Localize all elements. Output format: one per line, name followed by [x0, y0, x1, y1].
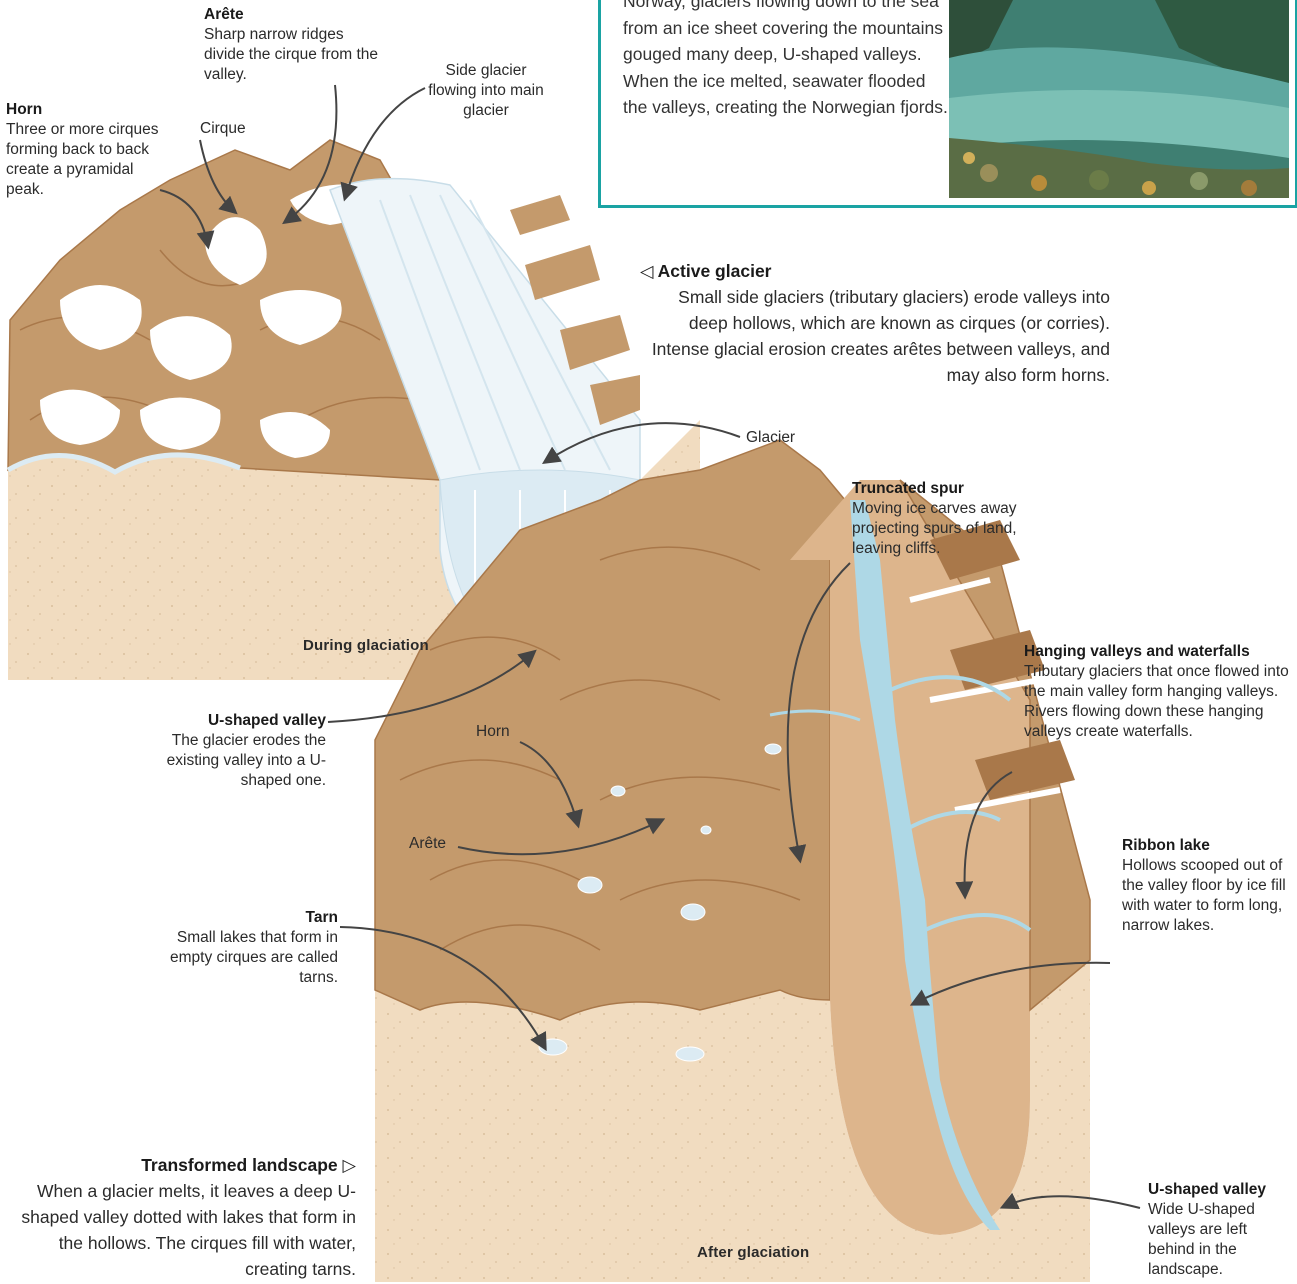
- caption-after: After glaciation: [697, 1244, 809, 1261]
- label-transformed-title: Transformed landscape ▷: [4, 1152, 356, 1178]
- label-glacier-text: Glacier: [746, 429, 795, 446]
- label-glacier: Glacier: [746, 428, 795, 448]
- label-arete-top-desc: Sharp narrow ridges divide the cirque fr…: [204, 26, 378, 83]
- label-u-valley-bottom-title: U-shaped valley: [1148, 1180, 1294, 1200]
- label-cirque-text: Cirque: [200, 120, 246, 137]
- label-arete-bottom: Arête: [409, 834, 446, 854]
- label-hanging-desc: Tributary glaciers that once flowed into…: [1024, 663, 1289, 740]
- label-truncated-spur: Truncated spur Moving ice carves away pr…: [852, 479, 1062, 559]
- fjord-photo-image: [949, 0, 1289, 198]
- label-arete-bottom-text: Arête: [409, 835, 446, 852]
- label-horn-bottom-text: Horn: [476, 723, 510, 740]
- fjord-box-text: Norway, glaciers flowing down to the sea…: [623, 0, 953, 121]
- label-horn-bottom: Horn: [476, 722, 510, 742]
- label-tarn-title: Tarn: [160, 908, 338, 928]
- label-arete-top: Arête Sharp narrow ridges divide the cir…: [204, 5, 384, 85]
- label-side-glacier: Side glacier flowing into main glacier: [424, 61, 548, 121]
- label-ribbon-lake: Ribbon lake Hollows scooped out of the v…: [1122, 836, 1294, 936]
- label-arete-top-title: Arête: [204, 5, 384, 25]
- label-ribbon-title: Ribbon lake: [1122, 836, 1294, 856]
- label-u-valley-top-desc: The glacier erodes the existing valley i…: [167, 732, 326, 789]
- label-horn-top: Horn Three or more cirques forming back …: [6, 100, 171, 200]
- caption-during: During glaciation: [303, 637, 429, 654]
- label-active-title: ◁ Active glacier: [640, 258, 1110, 284]
- label-tarn: Tarn Small lakes that form in empty cirq…: [160, 908, 338, 988]
- label-transformed-title-text: Transformed landscape: [141, 1155, 337, 1175]
- label-cirque: Cirque: [200, 119, 246, 139]
- label-ribbon-desc: Hollows scooped out of the valley floor …: [1122, 857, 1286, 934]
- label-side-glacier-text: Side glacier flowing into main glacier: [428, 62, 543, 119]
- label-hanging-title: Hanging valleys and waterfalls: [1024, 642, 1294, 662]
- label-active-glacier: ◁ Active glacier Small side glaciers (tr…: [640, 258, 1110, 388]
- label-tarn-desc: Small lakes that form in empty cirques a…: [170, 929, 338, 986]
- label-u-valley-bottom-desc: Wide U-shaped valleys are left behind in…: [1148, 1201, 1255, 1278]
- label-u-valley-top: U-shaped valley The glacier erodes the e…: [140, 711, 326, 791]
- label-transformed: Transformed landscape ▷ When a glacier m…: [4, 1152, 356, 1282]
- label-horn-top-desc: Three or more cirques forming back to ba…: [6, 121, 158, 198]
- label-u-valley-bottom: U-shaped valley Wide U-shaped valleys ar…: [1148, 1180, 1294, 1280]
- label-hanging-valleys: Hanging valleys and waterfalls Tributary…: [1024, 642, 1294, 742]
- label-transformed-desc: When a glacier melts, it leaves a deep U…: [21, 1181, 356, 1279]
- label-truncated-title: Truncated spur: [852, 479, 1062, 499]
- label-active-title-text: Active glacier: [658, 261, 772, 281]
- label-u-valley-top-title: U-shaped valley: [140, 711, 326, 731]
- label-active-desc: Small side glaciers (tributary glaciers)…: [652, 287, 1110, 385]
- label-horn-top-title: Horn: [6, 100, 171, 120]
- label-truncated-desc: Moving ice carves away projecting spurs …: [852, 500, 1017, 557]
- fjord-info-box: Norway, glaciers flowing down to the sea…: [598, 0, 1297, 208]
- fjord-photo: [949, 0, 1289, 198]
